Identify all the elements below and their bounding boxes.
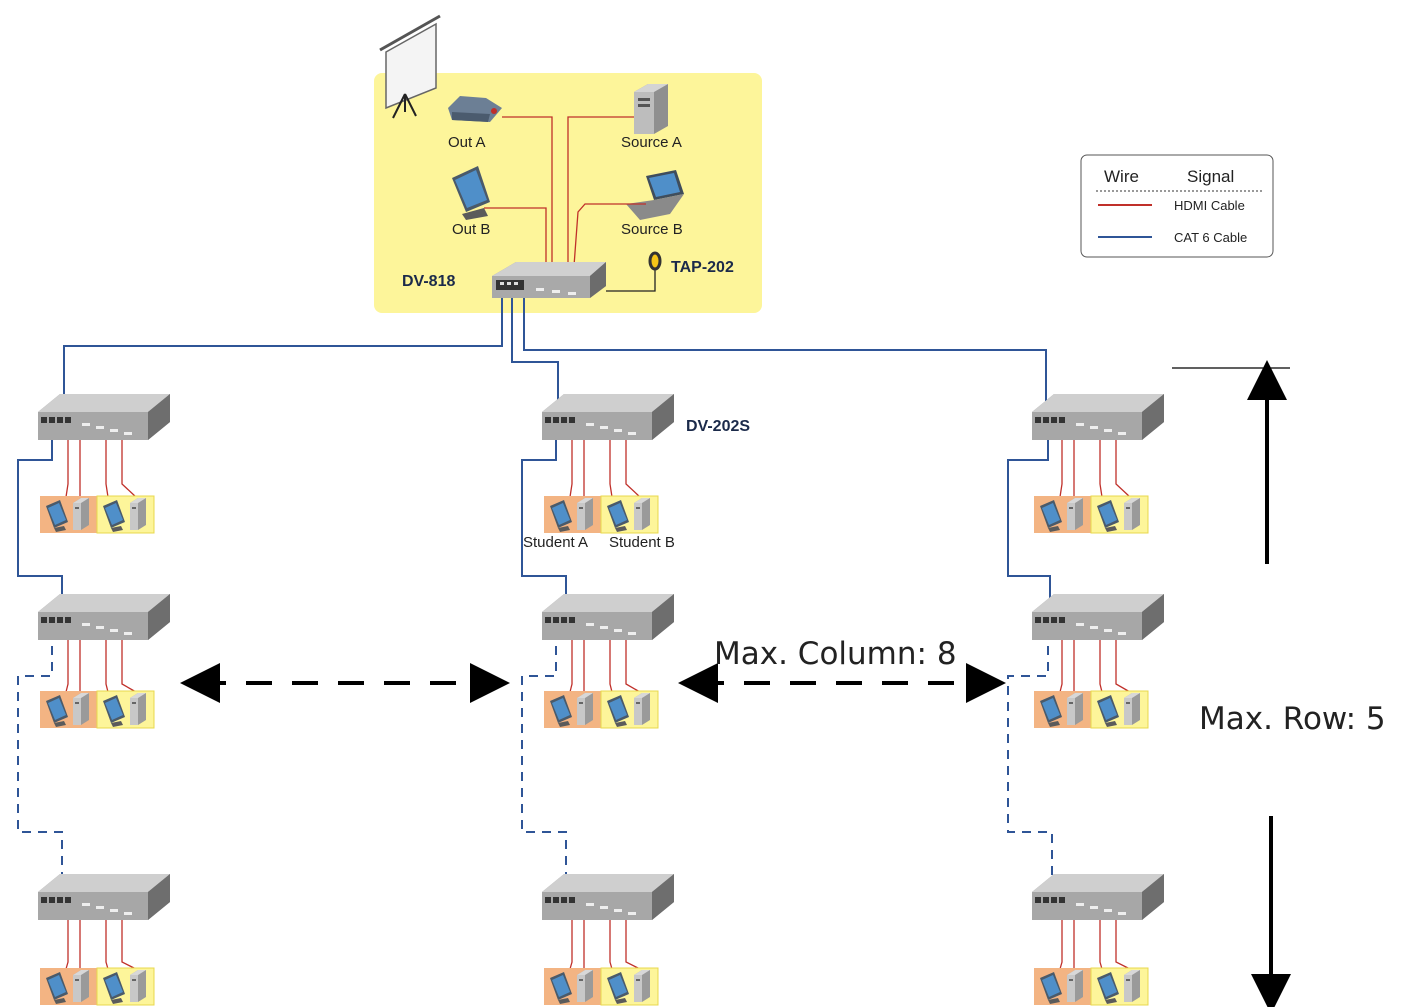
laptop-icon [626,170,684,220]
label-out-a: Out A [448,134,486,151]
label-dv-818: DV-818 [402,273,455,290]
switch-node-c2-r3 [542,874,674,1005]
projector-icon [448,96,502,122]
label-tap-202: TAP-202 [671,259,734,276]
monitor-icon [452,166,490,220]
switch-node-c1-r3 [38,874,170,1005]
label-student-b: Student B [609,534,675,551]
switch-node-c3-r1 [1032,394,1164,533]
dv-818-switch-icon [492,262,606,298]
label-student-a: Student A [523,534,588,551]
label-max-column: Max. Column: 8 [714,636,957,672]
label-out-b: Out B [452,221,490,238]
legend-label-hdmi: HDMI Cable [1174,198,1245,213]
legend-header-signal: Signal [1187,167,1234,186]
column-2-wiring [521,432,567,882]
legend-label-cat6: CAT 6 Cable [1174,230,1247,245]
label-source-b: Source B [621,221,683,238]
column-1-wiring [17,432,63,882]
switch-node-c2-r1 [542,394,674,533]
switch-node-c3-r3 [1032,874,1164,1005]
projector-screen-icon [379,14,441,119]
switch-node-c1-r1 [38,394,170,533]
switch-node-c3-r2 [1032,594,1164,728]
computer-tower-icon [634,84,668,134]
cat6-trunk-wiring [63,298,1047,401]
legend-header-wire: Wire [1104,167,1139,186]
switch-node-c1-r2 [38,594,170,728]
tap-202-icon [648,251,662,271]
switch-node-c2-r2 [542,594,674,728]
label-dv-202s: DV-202S [686,418,750,435]
label-source-a: Source A [621,134,682,151]
column-3-wiring [1007,432,1053,882]
legend: Wire Signal HDMI Cable CAT 6 Cable [1080,154,1274,258]
label-max-row: Max. Row: 5 [1199,701,1386,737]
control-room-hdmi-wiring [484,116,646,267]
